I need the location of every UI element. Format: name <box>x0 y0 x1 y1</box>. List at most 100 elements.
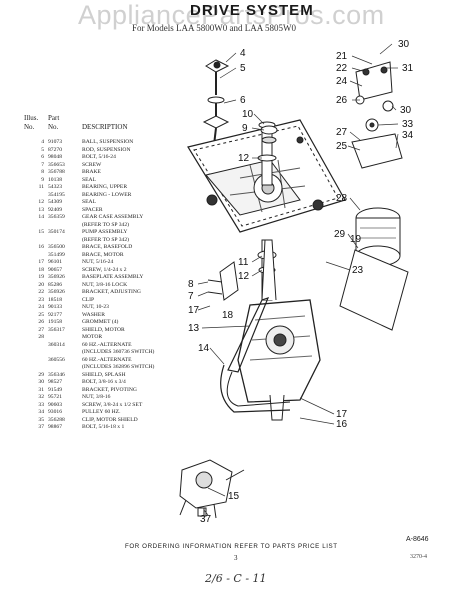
part-description: BRACKET, PIVOTING <box>82 386 137 393</box>
callout-16: 16 <box>336 419 348 430</box>
illus-label: Illus. <box>24 114 39 122</box>
callout-23: 23 <box>352 265 364 276</box>
part-no: 350174 <box>48 229 65 235</box>
callout-34: 34 <box>402 130 414 141</box>
parts-row: (INCLUDES 362896 SWITCH) <box>24 364 184 372</box>
illus-no: 26 <box>38 319 44 325</box>
part-no: 90657 <box>48 266 62 273</box>
callout-11: 11 <box>238 257 249 268</box>
callout-12a: 12 <box>238 153 250 164</box>
page-title: DRIVE SYSTEM <box>190 2 314 19</box>
callout-4: 4 <box>240 48 246 59</box>
part-no: 85286 <box>48 281 62 288</box>
part-description: BASEPLATE ASSEMBLY <box>82 274 144 280</box>
part-no: 356317 <box>48 326 65 333</box>
parts-row: 25 92177 WASHER <box>24 312 184 320</box>
callout-18: 18 <box>222 310 234 321</box>
illus-no: 37 <box>38 424 44 430</box>
part-description: CLIP, MOTOR SHIELD <box>82 416 138 423</box>
illus-no: 7 <box>41 161 44 168</box>
part-no: 356926 <box>48 289 65 295</box>
illus-no: 25 <box>38 311 44 318</box>
illus-no: 16 <box>38 244 44 250</box>
illus-no: 15 <box>38 229 44 235</box>
illus-no: 18 <box>38 266 44 273</box>
callout-13: 13 <box>188 323 200 334</box>
callout-27: 27 <box>336 127 348 138</box>
part-no: 10138 <box>48 176 62 183</box>
callout-10: 10 <box>242 109 254 120</box>
callout-19: 19 <box>350 234 362 245</box>
illus-no: 31 <box>38 386 44 393</box>
part-no: 54309 <box>48 199 62 205</box>
part-description: WASHER <box>82 311 105 318</box>
illus-no: 8 <box>41 169 44 175</box>
gear-case-assembly <box>237 239 321 421</box>
callout-24: 24 <box>336 76 348 87</box>
part-description: SCREW, 3/8-24 x 1/2 SET <box>82 401 143 408</box>
part-description: BRACE, MOTOR <box>82 251 124 258</box>
part-description: (INCLUDES 360736 SWITCH) <box>82 349 155 355</box>
parts-row: 33 90603 SCREW, 3/8-24 x 1/2 SET <box>24 402 184 410</box>
parts-list-header: Illus. Part No. No. DESCRIPTION <box>24 114 174 132</box>
illus-no: 35 <box>38 416 44 423</box>
part-description: BRACKET, ADJUSTING <box>82 289 141 295</box>
part-no: 360556 <box>48 356 65 363</box>
illus-no: 20 <box>38 281 44 288</box>
part-description: SHIELD, MOTOR <box>82 326 125 333</box>
part-description: BEARING - LOWER <box>82 191 132 198</box>
callout-37: 37 <box>200 514 212 525</box>
callout-29: 29 <box>334 229 346 240</box>
part-description: (REFER TO SP 342) <box>82 221 129 228</box>
callout-12b: 12 <box>238 271 250 282</box>
callout-8: 8 <box>188 279 194 290</box>
part-description: NUT, 3/8-16 LOCK <box>82 281 128 288</box>
part-description: GEAR CASE ASSEMBLY <box>82 214 144 220</box>
part-description: PUMP ASSEMBLY <box>82 229 128 235</box>
illus-no: 33 <box>38 401 44 408</box>
part-no: 19158 <box>48 319 62 325</box>
part-description: BEARING, UPPER <box>82 184 128 190</box>
part-description: SEAL <box>82 176 96 183</box>
part-description: GROMMET (4) <box>82 319 119 325</box>
part-no: 92177 <box>48 311 62 318</box>
part-description: SCREW <box>82 161 102 168</box>
callout-6: 6 <box>240 95 246 106</box>
part-description: BALL, SUSPENSION <box>82 139 134 145</box>
callout-22: 22 <box>336 63 348 74</box>
brake-bracket <box>207 261 239 301</box>
drive-belt <box>220 297 291 413</box>
watermark: AppliancePartsPros.com <box>78 0 385 30</box>
illus-no: 24 <box>38 304 44 310</box>
illus-no: 29 <box>38 371 44 378</box>
part-no: 54323 <box>48 184 62 190</box>
part-no: 93016 <box>48 409 62 415</box>
callout-31: 31 <box>402 63 414 74</box>
part-no: 98867 <box>48 424 62 430</box>
part-description: BRACE, BASEFOLD <box>82 244 133 250</box>
part-no: 356788 <box>48 169 65 175</box>
part-no: 91073 <box>48 139 62 145</box>
illus-no: 12 <box>38 199 44 205</box>
part-description: SPACER <box>82 206 103 213</box>
callout-17a: 17 <box>188 305 200 316</box>
part-no: 90603 <box>48 401 62 408</box>
